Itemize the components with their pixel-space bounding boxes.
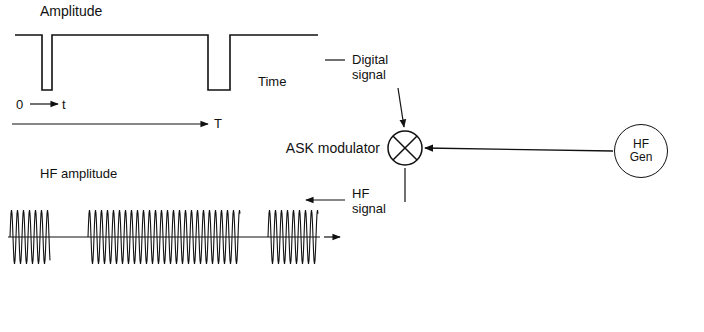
leader-line xyxy=(325,59,345,60)
multiplier-symbol xyxy=(386,129,424,167)
output-arrow xyxy=(306,199,345,200)
signal-name: HF signal xyxy=(352,186,396,216)
modulator-symbol: ASK modulator xyxy=(286,129,424,167)
digital-input-arrow xyxy=(398,88,404,127)
digital-waveform xyxy=(15,35,318,90)
hf-baseline xyxy=(8,237,320,238)
hf-continue-arrow xyxy=(324,236,340,237)
period-arrow xyxy=(12,123,208,124)
axis-label: T xyxy=(214,116,222,131)
hf-burst xyxy=(268,210,318,264)
node-label: HF Gen xyxy=(626,138,656,164)
axis-label: Time xyxy=(258,74,286,89)
node-label: ASK modulator xyxy=(286,140,380,156)
hf-burst xyxy=(88,210,240,264)
axis-label: HF amplitude xyxy=(40,166,117,181)
generator-circle: HF Gen xyxy=(614,124,668,178)
hf-burst xyxy=(10,210,50,264)
axis-label: Amplitude xyxy=(40,4,102,19)
signal-name: Digital signal xyxy=(352,52,400,82)
axis-label: 0 xyxy=(16,97,23,112)
hf-waveform xyxy=(10,210,318,264)
bit-time-arrow xyxy=(30,103,58,104)
output-line xyxy=(404,168,405,202)
signal-connector xyxy=(425,148,613,151)
axis-label: t xyxy=(62,97,66,112)
